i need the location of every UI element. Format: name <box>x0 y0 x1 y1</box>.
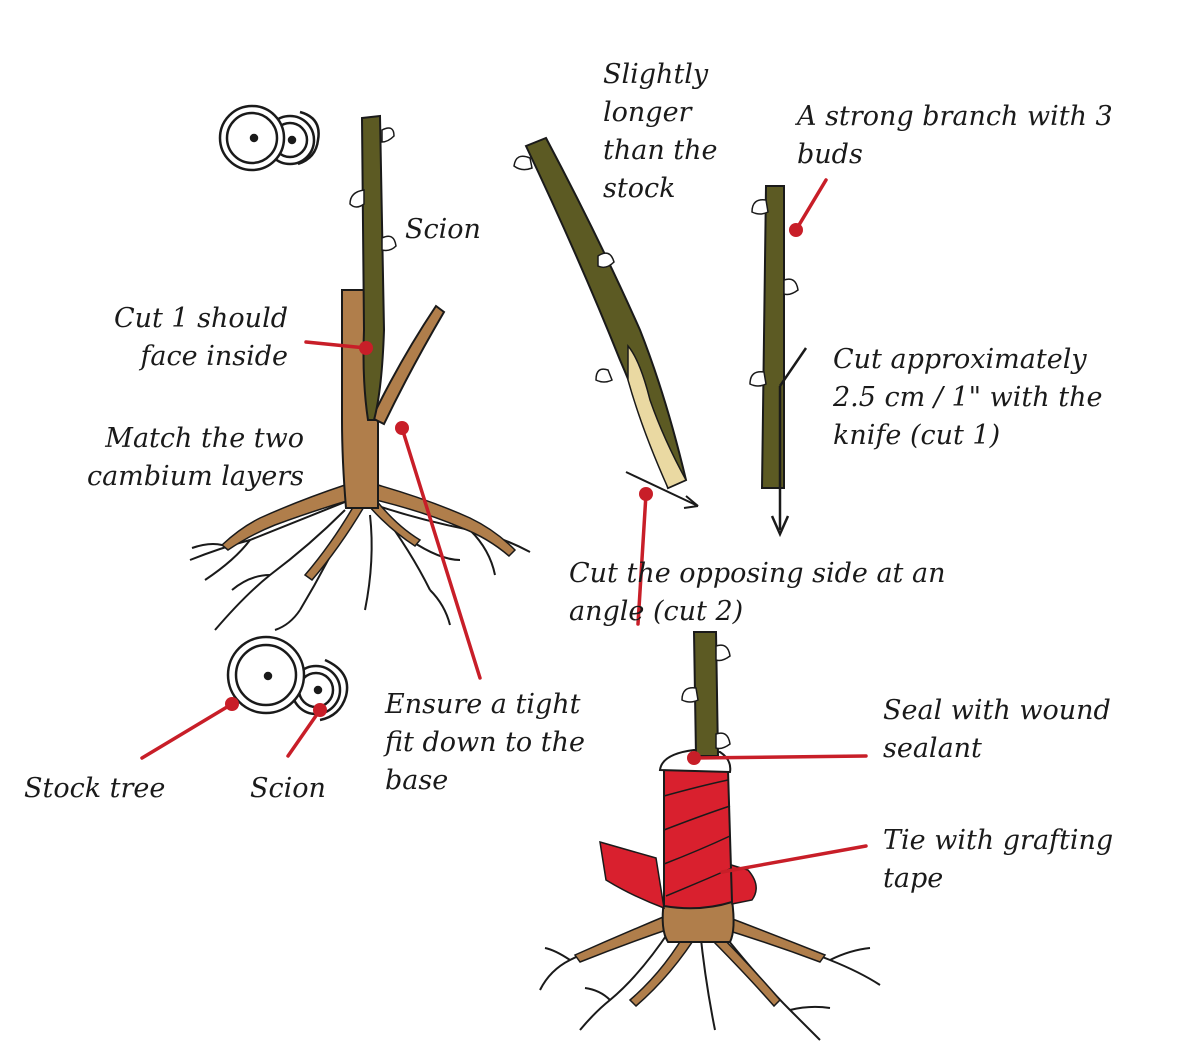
label-scion-bottom: Scion <box>250 773 326 804</box>
cross-section-top-icon <box>218 104 320 172</box>
label-match-cambium: Match the two cambium layers <box>86 423 304 492</box>
label-cut-opposing: Cut the opposing side at an angle (cut 2… <box>569 558 946 627</box>
pointer-tight-fit <box>400 426 482 680</box>
label-slightly-longer: Slightly longer than the stock <box>603 59 718 204</box>
pointer-stock-tree <box>140 702 234 760</box>
pointer-seal <box>692 754 868 760</box>
label-seal: Seal with wound sealant <box>883 695 1111 764</box>
pointer-scion-bottom <box>286 708 322 758</box>
pointer-tie <box>720 844 868 874</box>
pointers <box>140 178 868 874</box>
pointer-cut1-face <box>304 340 368 350</box>
pointer-strong-branch <box>794 178 828 232</box>
finished-graft <box>539 631 881 1041</box>
cross-section-bottom-icon <box>226 635 349 722</box>
label-stock-tree: Stock tree <box>24 773 166 804</box>
pointer-dots <box>225 223 803 765</box>
label-strong-branch: A strong branch with 3 buds <box>797 101 1113 170</box>
label-cut1-face: Cut 1 should face inside <box>113 303 288 372</box>
scion-straight <box>749 185 808 538</box>
label-tight-fit: Ensure a tight fit down to the base <box>385 689 585 796</box>
pointer-cut-opposing <box>636 492 648 626</box>
label-scion-top: Scion <box>405 214 481 245</box>
label-cut-approx: Cut approximately 2.5 cm / 1" with the k… <box>833 344 1103 451</box>
label-tie: Tie with grafting tape <box>883 825 1114 894</box>
scion-diagonal <box>513 136 699 509</box>
roots-left-icon <box>189 499 531 631</box>
